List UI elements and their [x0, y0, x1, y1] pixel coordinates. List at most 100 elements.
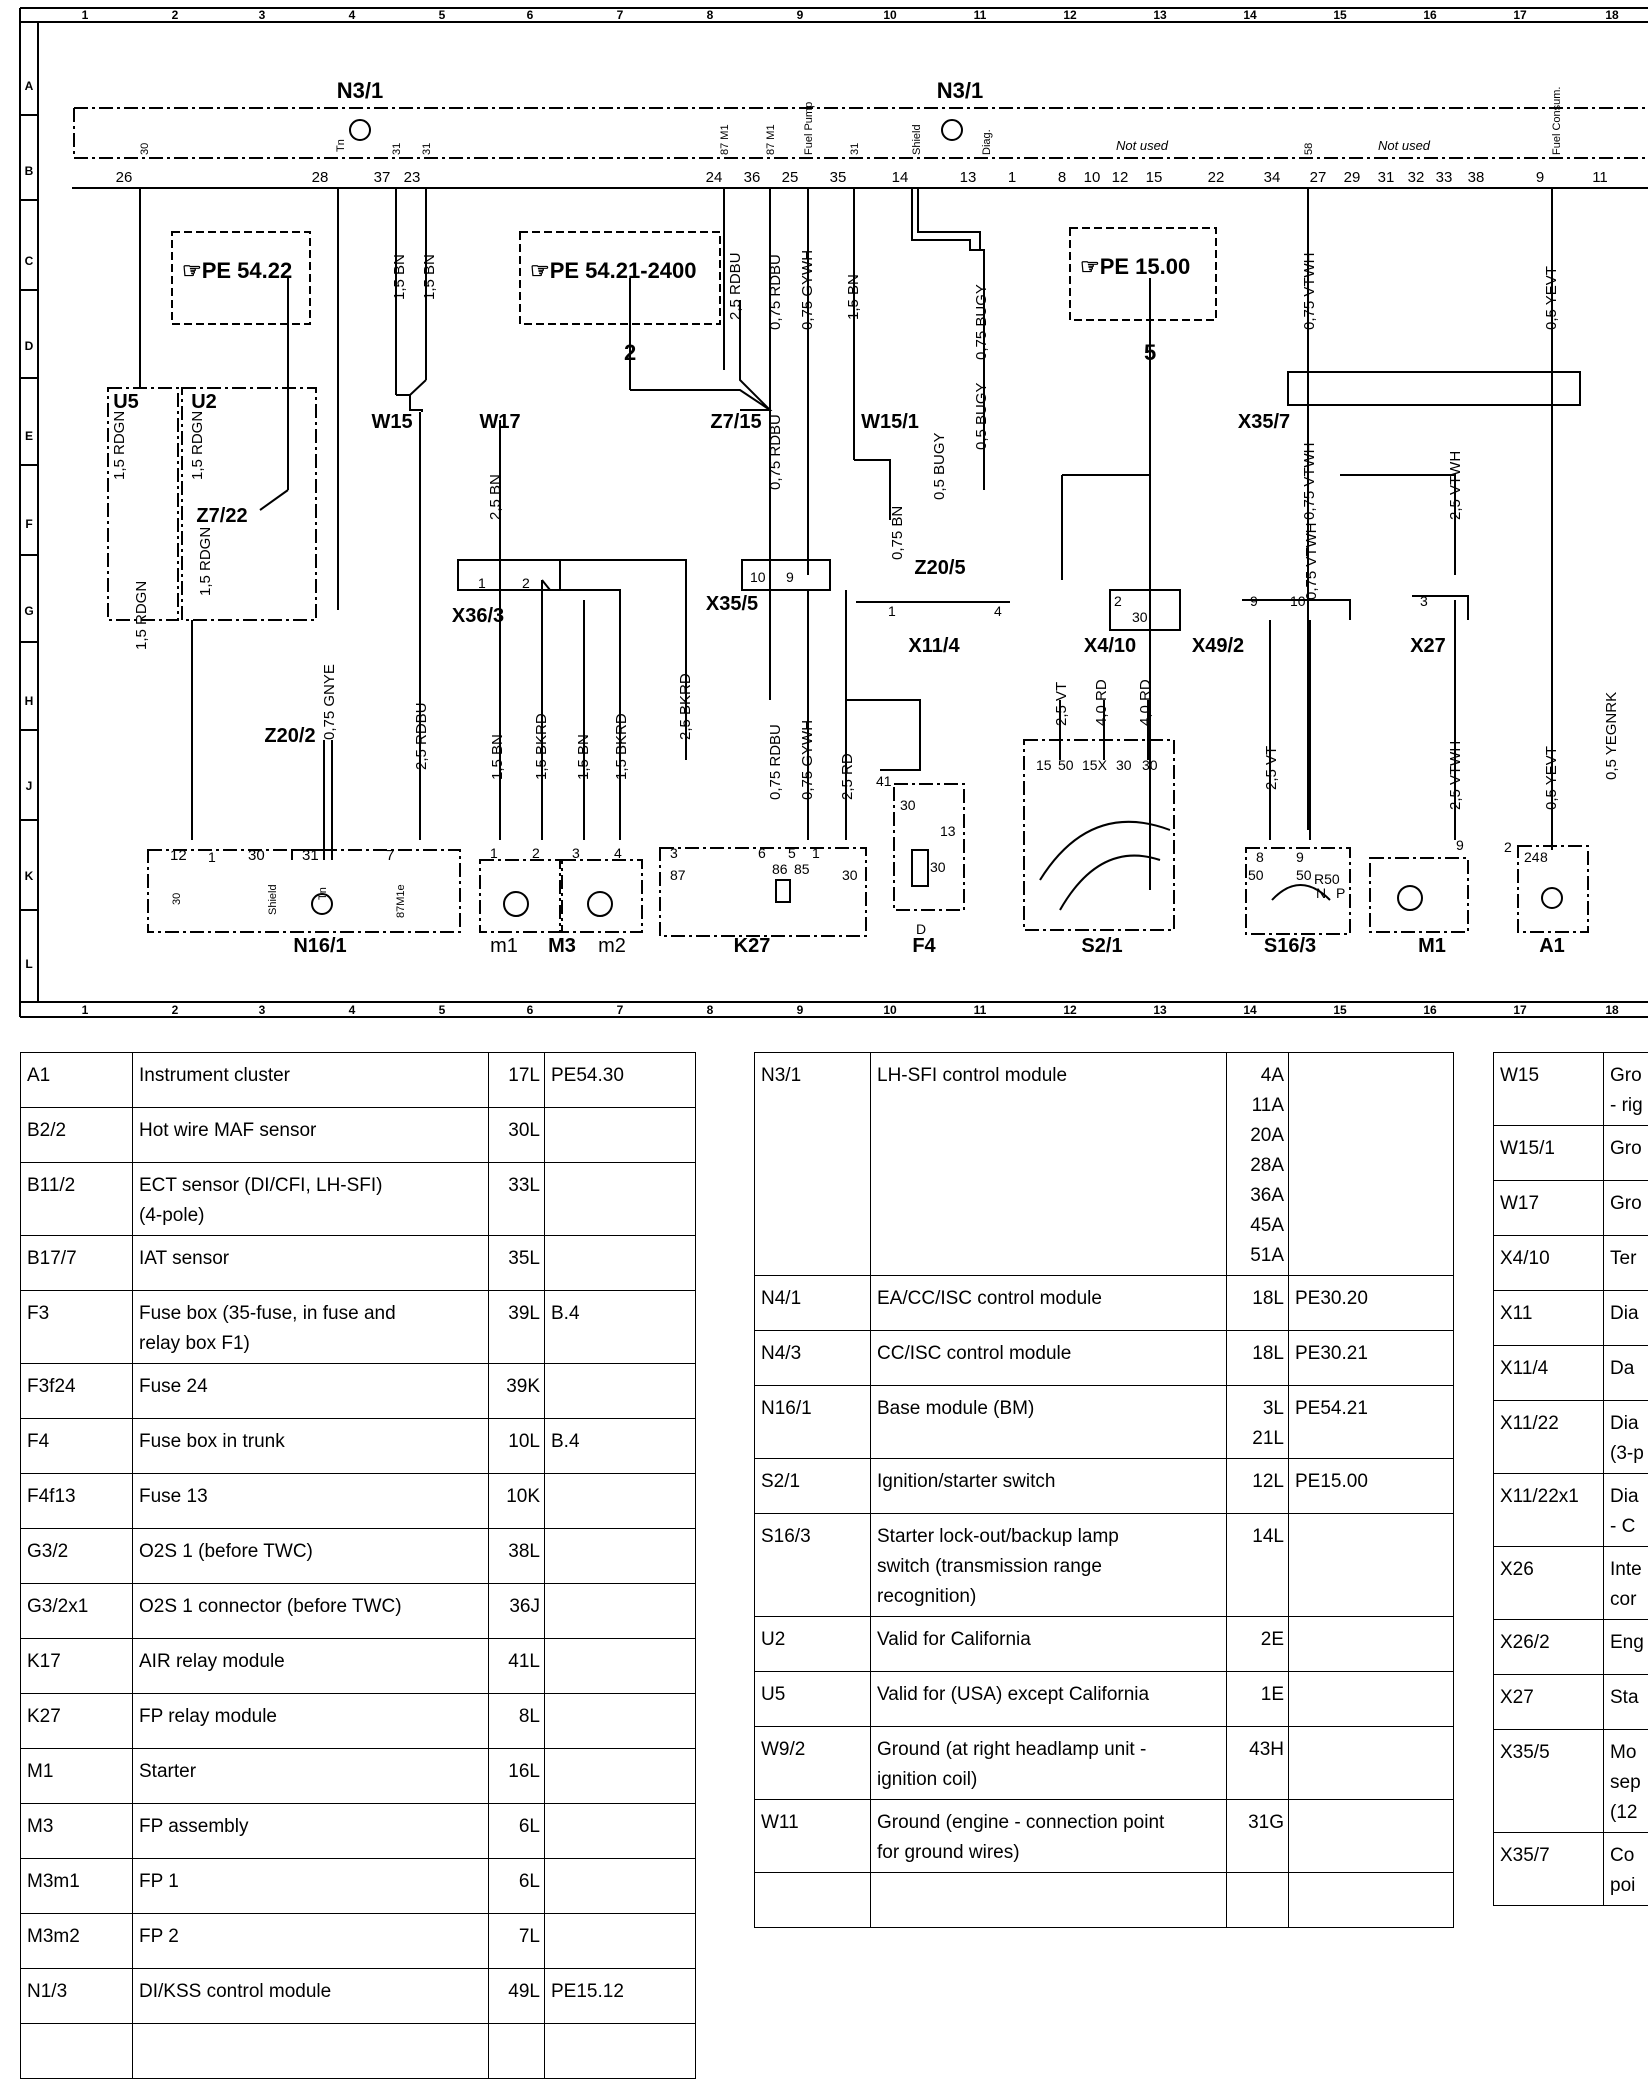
legend-location: 10L [489, 1419, 545, 1474]
n16-pin: 30 [248, 847, 265, 864]
comp-n16-1: N16/1 [293, 935, 346, 957]
legend-description: EA/CC/ISC control module [871, 1276, 1227, 1331]
col-label: 8 [707, 1003, 714, 1017]
legend-description: Eng [1604, 1620, 1648, 1675]
n3-pin: 26 [116, 169, 133, 186]
n3-pin: 8 [1058, 169, 1066, 186]
legend-code: W15 [1494, 1053, 1604, 1126]
wire-label: 1,5 BKRD [613, 713, 630, 780]
pin-number: 4 [994, 603, 1002, 619]
pin-number: 85 [794, 861, 810, 877]
col-label: 14 [1243, 1003, 1257, 1017]
n3-pin-tag: 87 M1 [765, 124, 777, 155]
n3-pin: 28 [312, 169, 329, 186]
transistor-icon [942, 120, 962, 140]
legend-reference [1289, 1727, 1454, 1800]
wire-label: 0,75 RDBU [767, 414, 784, 490]
legend-location: 17L [489, 1053, 545, 1108]
legend-reference [545, 1364, 696, 1419]
legend-reference [545, 1859, 696, 1914]
wire-label: 1,5 BN [845, 274, 862, 320]
pin-number: 50 [1058, 757, 1074, 773]
row-label: H [25, 694, 34, 708]
comp-x35-7: X35/7 [1238, 411, 1290, 433]
pin-number: 2 [532, 845, 540, 861]
n16-pin: 31 [302, 847, 319, 864]
legend-description: CC/ISC control module [871, 1331, 1227, 1386]
col-label: 7 [617, 1003, 624, 1017]
legend-location: 41L [489, 1639, 545, 1694]
legend-description: O2S 1 connector (before TWC) [133, 1584, 489, 1639]
wire-label: 0,5 BUGY [931, 432, 948, 500]
legend-reference [545, 1694, 696, 1749]
comp-m3: M3 [548, 935, 576, 957]
pin-number: 30 [842, 867, 858, 883]
legend-code: G3/2x1 [21, 1584, 133, 1639]
n3-pin-tag: 58 [1303, 143, 1315, 155]
n3-pin-tag: Tn [335, 139, 347, 152]
wire-label: 2,5 RD [839, 753, 856, 800]
col-label: 9 [797, 1003, 804, 1017]
comp-s16-3: S16/3 [1264, 935, 1316, 957]
comp-u2: U2 [191, 391, 217, 413]
pin-number: 13 [940, 823, 956, 839]
legend-code: B2/2 [21, 1108, 133, 1163]
legend-location: 30L [489, 1108, 545, 1163]
legend-code: M1 [21, 1749, 133, 1804]
comp-k27: K27 [734, 935, 771, 957]
legend-reference [545, 1529, 696, 1584]
legend-location: 39L [489, 1291, 545, 1364]
legend-location: 18L [1227, 1331, 1289, 1386]
legend-description: Ignition/starter switch [871, 1459, 1227, 1514]
legend-description: Valid for California [871, 1617, 1227, 1672]
row-label: A [25, 79, 34, 93]
wire-label: 1,5 RDGN [189, 411, 206, 480]
col-label: 16 [1423, 8, 1437, 22]
pin-number: 15X [1082, 757, 1108, 773]
legend-description: Da [1604, 1346, 1648, 1401]
legend-code: W11 [755, 1800, 871, 1873]
legend-reference [545, 1804, 696, 1859]
pin-number: 50 [1248, 867, 1264, 883]
legend-code: X11/22x1 [1494, 1474, 1604, 1547]
comp-x4-10: X4/10 [1084, 635, 1136, 657]
comp-z7-22: Z7/22 [196, 505, 247, 527]
module-n3-1-left: N3/1 [337, 78, 383, 103]
col-label: 11 [974, 8, 987, 22]
wire-label: 0,75 RDBU [767, 724, 784, 800]
legend-code: N1/3 [21, 1969, 133, 2024]
wire-label: 0,75 VTWH [1303, 522, 1320, 600]
ignition-switch-arc [1060, 856, 1160, 910]
col-label: 6 [527, 8, 534, 22]
col-label: 18 [1605, 1003, 1619, 1017]
pin-number: 1 [478, 575, 486, 591]
legend-reference [545, 1639, 696, 1694]
n3-pin: 24 [706, 169, 723, 186]
legend-description: FP assembly [133, 1804, 489, 1859]
col-label: 8 [707, 8, 714, 22]
ref-pe-54-21-2400: ☞PE 54.21-2400 [530, 258, 697, 283]
comp-m1-starter: M1 [1418, 935, 1446, 957]
legend-code: X35/7 [1494, 1833, 1604, 1906]
legend-location: 31G [1227, 1800, 1289, 1873]
n16-pin-tag: 30 [171, 893, 183, 905]
col-label: 5 [439, 1003, 446, 1017]
legend-code: K17 [21, 1639, 133, 1694]
pin-number: 87 [670, 867, 686, 883]
legend-code: N4/1 [755, 1276, 871, 1331]
